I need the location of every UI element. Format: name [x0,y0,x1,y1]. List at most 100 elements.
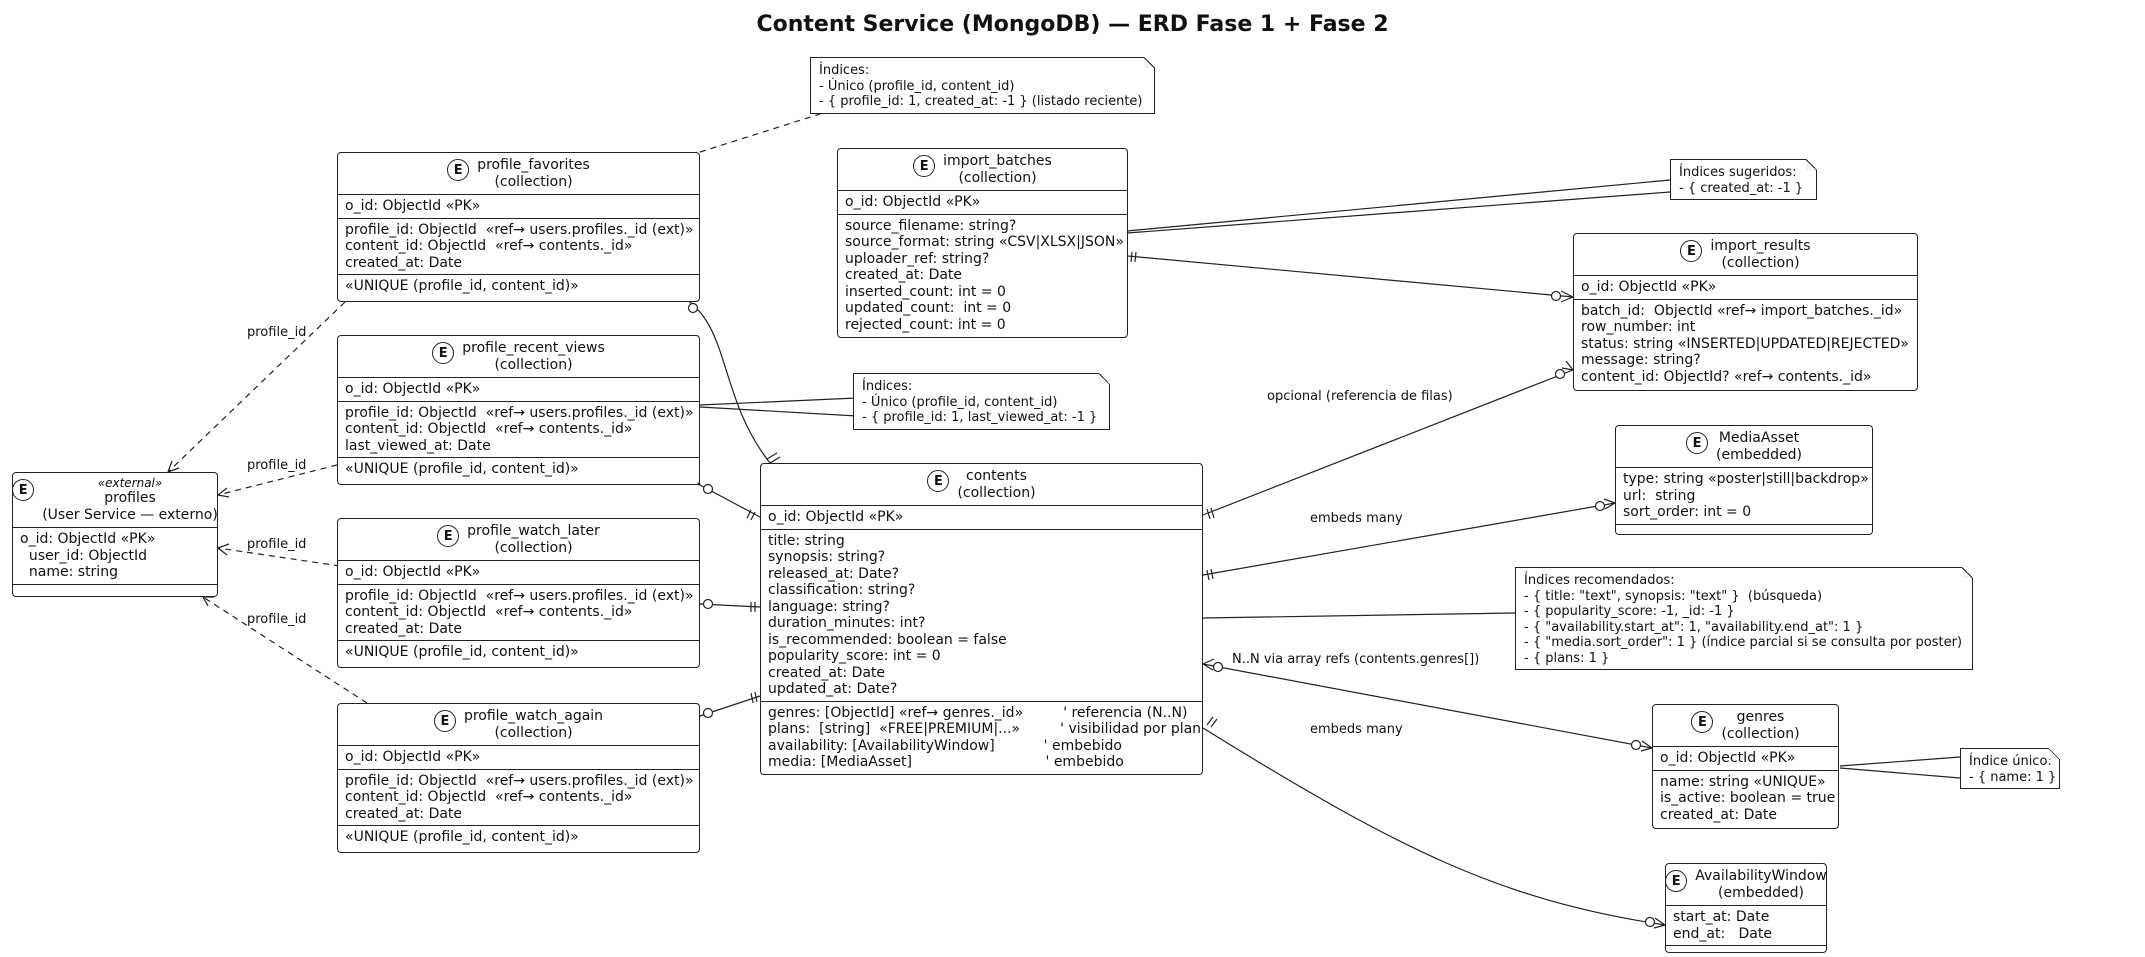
entity-profile-watch-again[interactable]: E profile_watch_again (collection) o_id:… [337,703,700,853]
entity-icon: E [1665,870,1688,892]
entity-fields: o_id: ObjectId «PK» user_id: ObjectId na… [13,527,217,584]
field: is_active: boolean = true [1660,790,1836,806]
entity-kind: (collection) [494,540,573,556]
field: updated_at: Date? [768,681,898,697]
field: content_id: ObjectId? «ref→ contents._id… [1581,368,1872,385]
entity-kind: (collection) [1721,726,1800,742]
entity-kind: (embedded) [1716,447,1802,463]
field: content_id: ObjectId «ref→ contents._id» [345,238,633,254]
entity-name: profile_watch_again [463,708,604,724]
field: created_at: Date [1660,806,1778,823]
field: rejected_count: int = 0 [845,316,1006,333]
field: created_at: Date [845,267,963,283]
field: row_number: int [1581,319,1696,335]
entity-icon: E [1691,711,1714,733]
constraint: «UNIQUE (profile_id, content_id)» [345,461,579,477]
field: o_id: ObjectId «PK» [1660,750,1796,766]
field: name: string [20,564,118,580]
field: updated_count: int = 0 [845,300,1012,316]
note-link-contents [1202,612,1516,619]
field: popularity_score: int = 0 [768,648,941,664]
entity-contents[interactable]: E contents (collection) o_id: ObjectId «… [760,463,1203,775]
entity-kind: (collection) [494,357,573,373]
entity-icon: E [927,470,950,492]
field: genres: [ObjectId] «ref→ genres._id» ' r… [768,704,1188,721]
entity-media-asset[interactable]: E MediaAsset (embedded) type: string «po… [1615,425,1873,535]
entity-name: import_batches [943,153,1052,169]
entity-profile-favorites[interactable]: E profile_favorites (collection) o_id: O… [337,152,700,302]
field: start_at: Date [1673,909,1770,925]
field: o_id: ObjectId «PK» [768,509,904,525]
entity-name: profile_favorites [477,157,590,173]
entity-name: contents [966,468,1027,484]
field: sort_order: int = 0 [1623,504,1752,520]
field: media: [MediaAsset] ' embebido [768,754,1124,770]
field: released_at: Date? [768,565,900,582]
entity-genres[interactable]: E genres (collection) o_id: ObjectId «PK… [1652,704,1839,829]
field: availability: [AvailabilityWindow] ' emb… [768,737,1122,754]
entity-kind: (embedded) [1718,885,1804,901]
field: last_viewed_at: Date [345,437,491,454]
entity-import-results[interactable]: E import_results (collection) o_id: Obje… [1573,233,1918,391]
edge-contents-genres [1202,663,1653,749]
edge-label-contents-genres: N..N via array refs (contents.genres[]) [1232,652,1480,667]
entity-kind: (collection) [957,485,1036,501]
field: status: string «INSERTED|UPDATED|REJECTE… [1581,335,1909,352]
entity-profile-watch-later[interactable]: E profile_watch_later (collection) o_id:… [337,518,700,668]
entity-availability-window[interactable]: E AvailabilityWindow (embedded) start_at… [1665,863,1827,953]
field: o_id: ObjectId «PK» [20,531,156,547]
field: end_at: Date [1673,925,1772,942]
field: profile_id: ObjectId «ref→ users.profile… [345,772,694,789]
edge-later-profiles [217,547,341,567]
field: uploader_ref: string? [845,250,990,267]
field: name: string «UNIQUE» [1660,773,1826,790]
entity-icon: E [437,525,460,547]
field: profile_id: ObjectId «ref→ users.profile… [345,221,694,238]
entity-icon: E [433,710,456,732]
entity-icon: E [12,479,35,501]
edge-contents-availability [1202,727,1666,926]
entity-import-batches[interactable]: E import_batches (collection) o_id: Obje… [837,148,1128,338]
field: profile_id: ObjectId «ref→ users.profile… [345,587,694,604]
field: is_recommended: boolean = false [768,631,1007,648]
note-link-genres [1839,756,1961,779]
note-favorites-indexes: Índices: - Único (profile_id, content_id… [810,57,1155,114]
edge-recent-profiles [217,464,338,496]
field: user_id: ObjectId [20,547,147,564]
entity-name: profiles [104,490,156,506]
field: duration_minutes: int? [768,615,926,631]
field: source_format: string «CSV|XLSX|JSON» [845,234,1124,250]
edge-label-favorites-profile: profile_id [247,325,307,340]
field: created_at: Date [345,620,463,637]
field: o_id: ObjectId «PK» [345,564,481,580]
entity-profile-recent-views[interactable]: E profile_recent_views (collection) o_id… [337,335,700,485]
note-contents-indexes: Índices recomendados: - { title: "text",… [1515,567,1973,670]
entity-stereotype: «external» [97,476,163,490]
edge-label-contents-results: opcional (referencia de filas) [1267,389,1453,404]
field: message: string? [1581,352,1701,368]
edge-contents-results [1202,369,1574,516]
entity-kind: (collection) [1721,255,1800,271]
edge-label-contents-media: embeds many [1310,511,1403,526]
field: content_id: ObjectId «ref→ contents._id» [345,604,633,620]
note-link-favorites [699,113,821,153]
entity-name: MediaAsset [1718,430,1800,446]
field: created_at: Date [768,664,886,681]
edge-label-contents-availability: embeds many [1310,722,1403,737]
edge-label-later-profile: profile_id [247,537,307,552]
entity-icon: E [432,342,455,364]
entity-kind: (collection) [958,170,1037,186]
field: source_filename: string? [845,217,1017,234]
entity-profiles[interactable]: E «external» profiles (User Service — ex… [12,472,218,597]
edge-favorites-profiles [167,301,346,473]
note-recent-views-indexes: Índices: - Único (profile_id, content_id… [853,373,1110,430]
field: synopsis: string? [768,549,886,565]
entity-kind: (collection) [494,174,573,190]
diagram-title: Content Service (MongoDB) — ERD Fase 1 +… [756,12,1389,37]
note-link-recent [699,397,858,417]
note-link-batches [1126,179,1671,234]
edge-contents-media [1202,502,1616,576]
entity-name: profile_recent_views [462,340,605,356]
field: classification: string? [768,582,916,598]
